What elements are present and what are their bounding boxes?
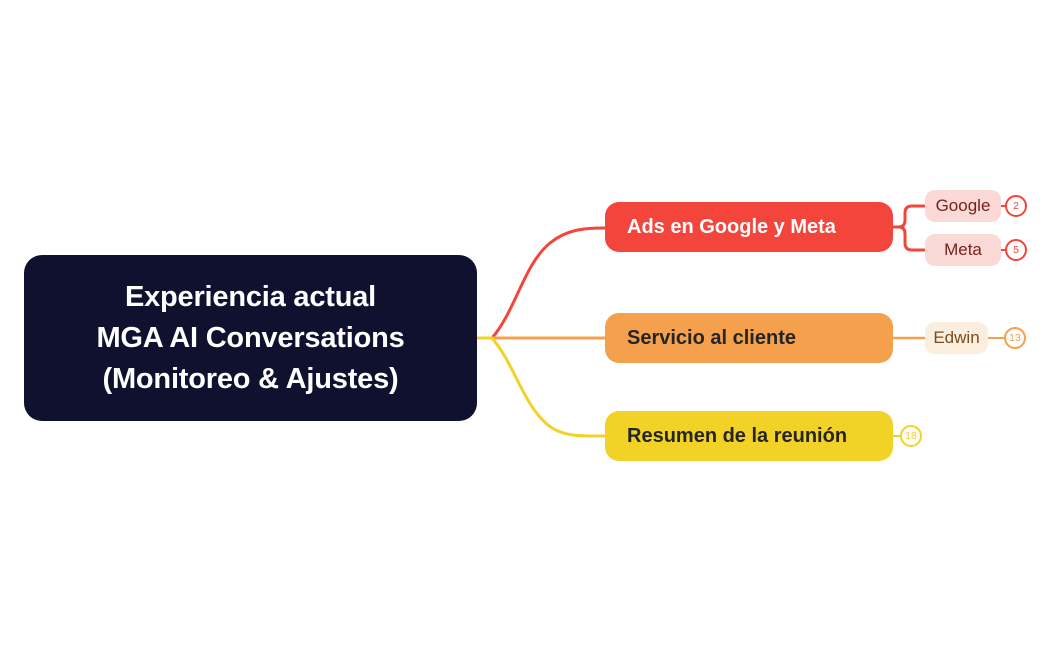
child-node-edwin[interactable]: Edwin	[925, 322, 988, 354]
connector-ads-to-meta	[891, 225, 927, 252]
root-topic-line-3: (Monitoreo & Ajustes)	[102, 362, 399, 395]
branch-node-servicio[interactable]: Servicio al cliente	[605, 313, 893, 363]
branch-node-ads[interactable]: Ads en Google y Meta	[605, 202, 893, 252]
child-node-meta[interactable]: Meta	[925, 234, 1001, 266]
badge-google-count[interactable]: 2	[1005, 195, 1027, 217]
child-node-google[interactable]: Google	[925, 190, 1001, 222]
connector-root-to-ads	[473, 226, 607, 340]
connector-ads-to-google	[891, 204, 927, 229]
root-topic-line-1: Experiencia actual	[124, 280, 377, 313]
root-topic-line-2: MGA AI Conversations	[96, 321, 405, 354]
root-topic-node[interactable]: Experiencia actual MGA AI Conversations …	[24, 255, 477, 421]
badge-edwin-count[interactable]: 13	[1004, 327, 1026, 349]
connector-root-to-resumen	[473, 336, 607, 438]
badge-resumen-count[interactable]: 18	[900, 425, 922, 447]
branch-node-resumen[interactable]: Resumen de la reunión	[605, 411, 893, 461]
badge-meta-count[interactable]: 5	[1005, 239, 1027, 261]
